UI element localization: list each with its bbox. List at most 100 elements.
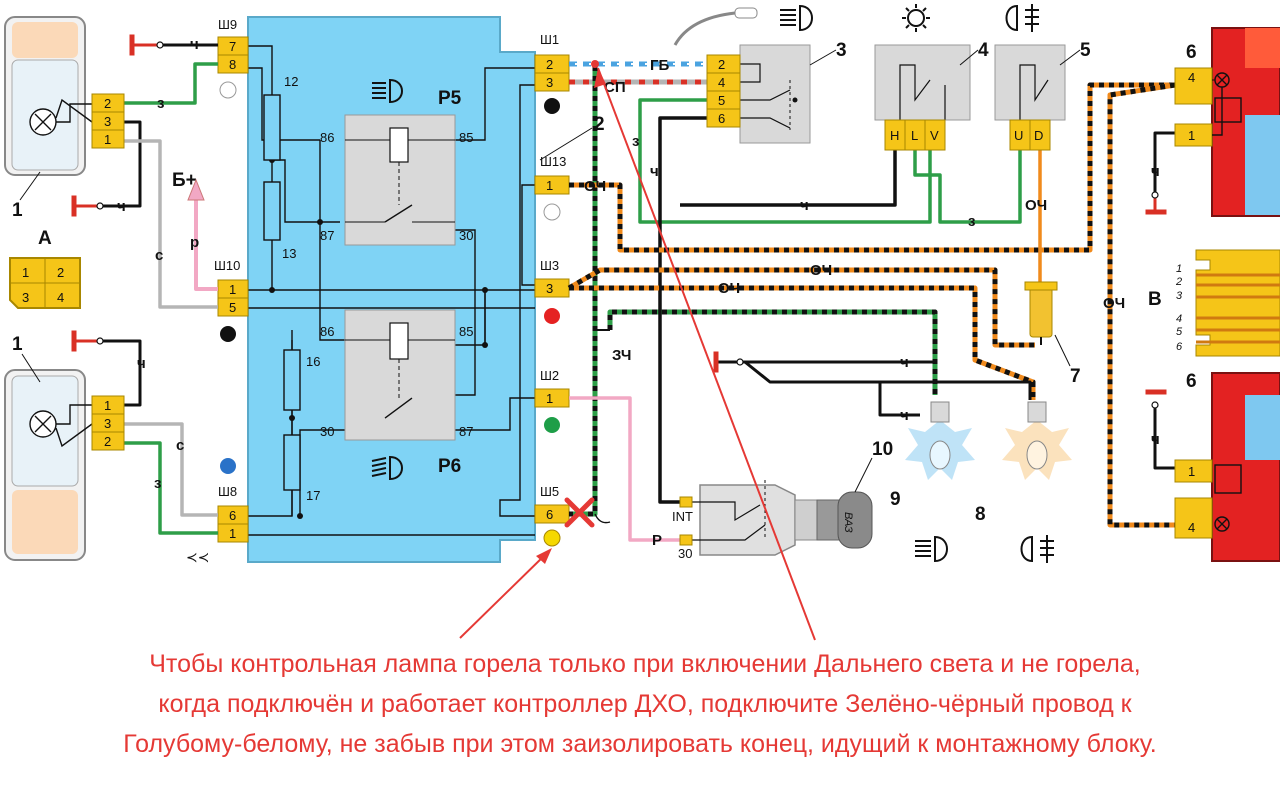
svg-text:4: 4 xyxy=(57,290,64,305)
svg-text:1: 1 xyxy=(229,282,236,297)
wire-label: ч xyxy=(900,407,909,424)
relay-p5: 86 85 87 30 Р5 xyxy=(320,88,473,246)
svg-text:≺≺: ≺≺ xyxy=(186,549,209,565)
callout-1b: 1 xyxy=(12,334,23,355)
connector-sh5: Ш5 6 xyxy=(534,484,570,547)
fuse-13: 13 xyxy=(263,181,296,261)
wire-label: ОЧ xyxy=(718,280,740,297)
svg-text:Р6: Р6 xyxy=(438,456,461,477)
svg-text:3: 3 xyxy=(22,290,29,305)
connector-sh9: Ш9 7 8 xyxy=(217,17,249,99)
fuse-16: 16 xyxy=(283,349,320,411)
svg-text:Ш3: Ш3 xyxy=(540,258,559,273)
svg-text:В: В xyxy=(1148,289,1162,310)
svg-text:4: 4 xyxy=(1176,313,1182,325)
svg-text:6: 6 xyxy=(1186,42,1197,63)
annotation-arrow-2 xyxy=(459,551,549,639)
svg-text:5: 5 xyxy=(1176,326,1183,338)
high-beam-icon xyxy=(780,4,813,32)
svg-text:1: 1 xyxy=(22,265,29,280)
wire-label: ч xyxy=(800,197,809,214)
svg-text:1: 1 xyxy=(1176,263,1182,275)
svg-text:1: 1 xyxy=(546,391,553,406)
svg-text:8: 8 xyxy=(975,504,986,525)
svg-text:3: 3 xyxy=(104,416,111,431)
svg-text:Ш8: Ш8 xyxy=(218,484,237,499)
svg-text:2: 2 xyxy=(104,434,111,449)
svg-text:6: 6 xyxy=(718,111,725,126)
svg-text:ВАЗ: ВАЗ xyxy=(842,512,854,533)
wire-label: ОЧ xyxy=(810,262,832,279)
wire-green-sw3 xyxy=(638,98,932,224)
wire-label: р xyxy=(190,234,199,251)
stalk-icon xyxy=(673,7,758,46)
headlight-bottom: 1 3 2 xyxy=(4,369,125,561)
wire-pink-sh10 xyxy=(194,200,218,291)
headlight-switch-icon xyxy=(902,4,930,32)
svg-text:L: L xyxy=(911,128,918,143)
high-beam-icon xyxy=(372,78,403,104)
svg-text:D: D xyxy=(1034,128,1043,143)
connector-sh3: Ш3 3 xyxy=(534,258,570,324)
switch-3: 2 4 5 6 3 xyxy=(706,40,847,144)
svg-text:1: 1 xyxy=(104,398,111,413)
svg-text:10: 10 xyxy=(872,439,893,460)
relay-p6: 86 85 30 87 Р6 xyxy=(320,309,473,477)
svg-text:1: 1 xyxy=(546,178,553,193)
component-7: 7 xyxy=(1024,281,1081,387)
svg-text:Ш9: Ш9 xyxy=(218,17,237,32)
svg-text:6: 6 xyxy=(546,507,553,522)
svg-text:87: 87 xyxy=(459,424,473,439)
ignition-key-icon: ВАЗ 10 xyxy=(816,439,893,549)
rear-lamp-bottom: 1 4 6 xyxy=(1174,371,1280,562)
headlight-top: 2 3 1 xyxy=(4,16,125,176)
wire-label: ч xyxy=(1151,431,1160,448)
wire-label: ч xyxy=(900,354,909,371)
wire-label: ч xyxy=(117,198,126,215)
svg-text:1: 1 xyxy=(229,526,236,541)
svg-text:87: 87 xyxy=(320,228,334,243)
wire-black-hl-top xyxy=(100,120,142,208)
svg-text:H: H xyxy=(890,128,899,143)
svg-text:3: 3 xyxy=(546,281,553,296)
fog-light-icon xyxy=(1005,4,1039,32)
svg-text:2: 2 xyxy=(104,96,111,111)
wire-label: с xyxy=(155,247,163,264)
svg-text:INT: INT xyxy=(672,509,693,524)
svg-text:А: А xyxy=(38,228,52,249)
connector-view-a: А 1 2 3 4 xyxy=(9,228,81,309)
wire-label: з xyxy=(157,95,164,112)
svg-text:2: 2 xyxy=(546,57,553,72)
svg-text:13: 13 xyxy=(282,246,296,261)
svg-text:U: U xyxy=(1014,128,1023,143)
svg-text:Ш2: Ш2 xyxy=(540,368,559,383)
ignition-switch: INT 30 xyxy=(672,480,818,561)
wire-label: Р xyxy=(652,532,662,549)
connector-sh10: Ш10 1 5 xyxy=(214,258,249,342)
svg-text:3: 3 xyxy=(836,40,847,61)
wire-label: ОЧ xyxy=(1025,197,1047,214)
cross-mark-icon xyxy=(564,497,595,528)
svg-text:86: 86 xyxy=(320,324,334,339)
svg-text:1: 1 xyxy=(1188,464,1195,479)
svg-text:V: V xyxy=(930,128,939,143)
connector-sh2: Ш2 1 xyxy=(534,368,570,433)
svg-text:4: 4 xyxy=(978,40,989,61)
wire-label: з xyxy=(968,213,975,230)
wire-label: ГБ xyxy=(650,57,670,74)
wire-label: ОЧ xyxy=(1103,295,1125,312)
connector-view-b: В 1 2 3 4 5 6 xyxy=(1148,249,1280,357)
wire-gray-hl-bot xyxy=(124,422,218,517)
wire-label: ч xyxy=(190,36,199,53)
callout-2: 2 xyxy=(594,114,605,135)
wire-label: с xyxy=(176,437,184,454)
svg-text:Чтобы контрольная лампа горела: Чтобы контрольная лампа горела только пр… xyxy=(149,650,1140,678)
wire-label: ОЧ xyxy=(584,178,606,195)
svg-text:1: 1 xyxy=(1188,128,1195,143)
instruction-caption: Чтобы контрольная лампа горела только пр… xyxy=(123,650,1157,758)
wire-green-v xyxy=(913,150,1022,224)
lamp-8: 8 xyxy=(975,401,1072,525)
svg-text:6: 6 xyxy=(1176,341,1183,353)
fog-light-icon xyxy=(1020,535,1054,563)
